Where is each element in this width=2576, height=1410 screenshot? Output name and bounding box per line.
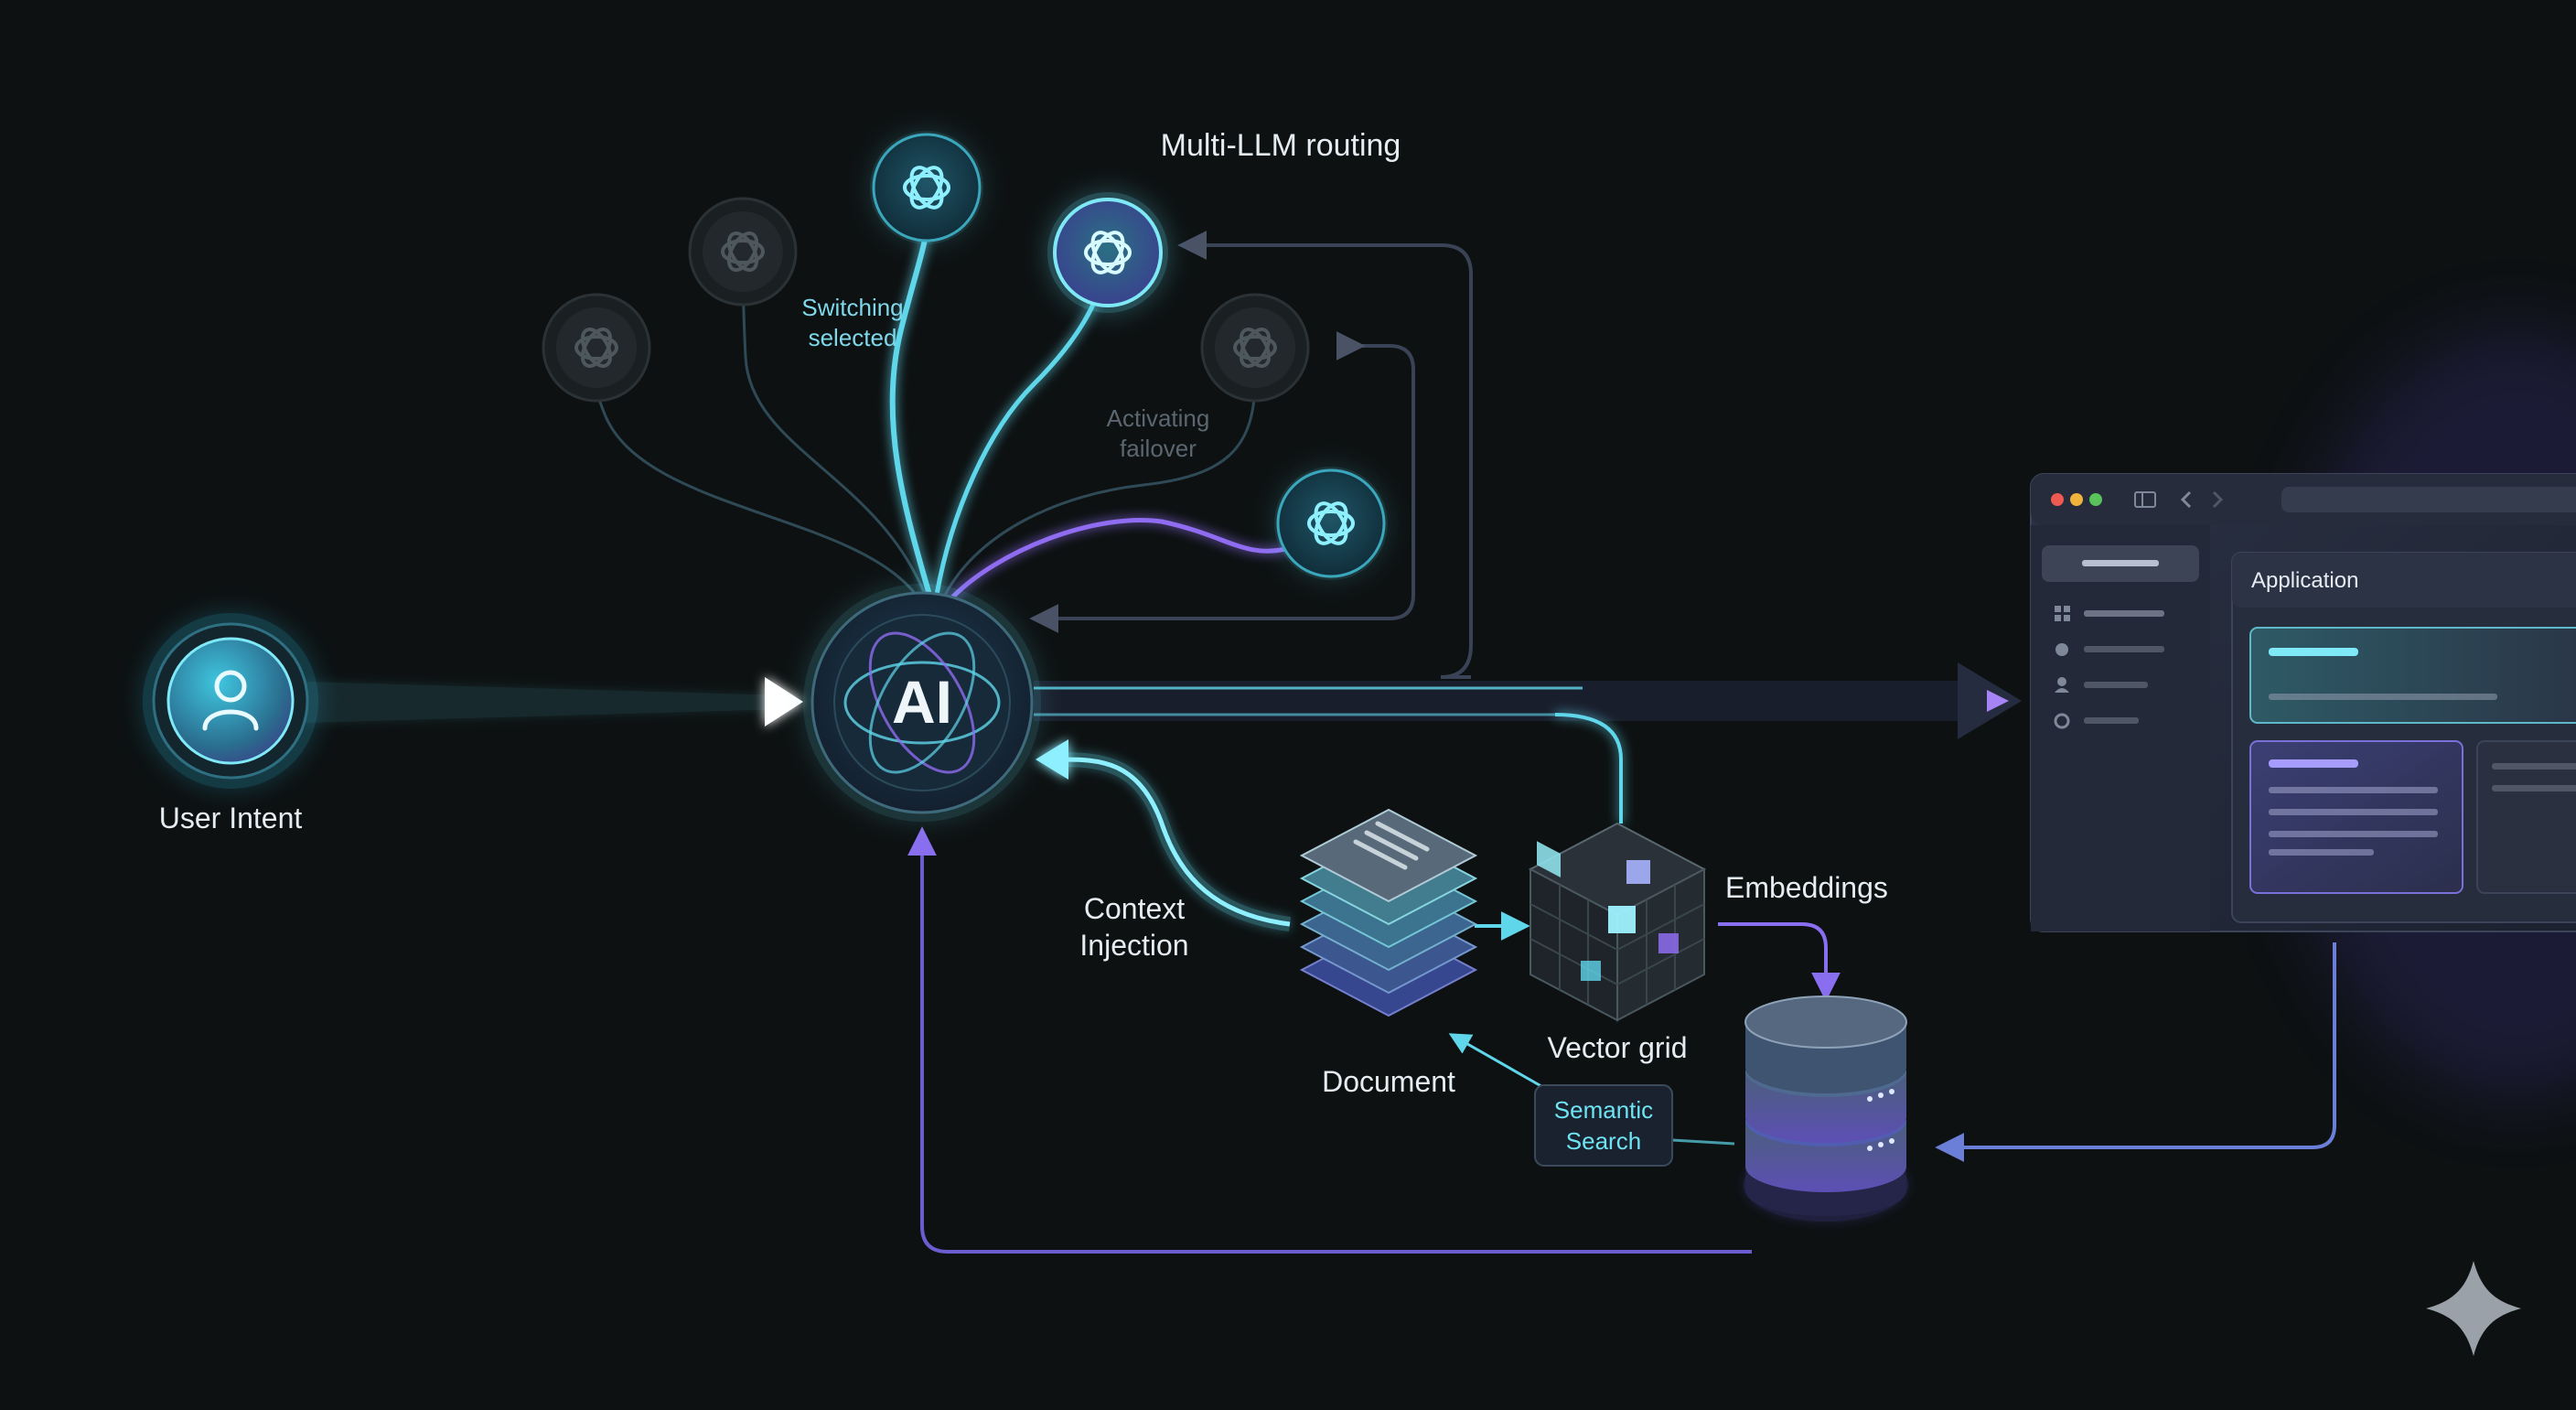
- failover-return-line-1: [1177, 231, 1473, 679]
- context-injection-label-2: Injection: [1079, 929, 1188, 962]
- model-node-3[interactable]: [870, 131, 983, 244]
- openai-knot-icon: [1307, 501, 1355, 545]
- context-injection-label-1: Context: [1084, 892, 1185, 925]
- document-stack-icon[interactable]: [1299, 808, 1478, 1017]
- semantic-search-box[interactable]: [1534, 1084, 1673, 1167]
- application-title: Application: [2251, 568, 2358, 593]
- model-node-2[interactable]: [688, 197, 798, 307]
- database-to-search-line: [1671, 1138, 1735, 1146]
- failover-label-2: failover: [1120, 435, 1197, 462]
- openai-knot-icon: [574, 328, 618, 368]
- search-to-document-arrow: [1448, 1033, 1547, 1091]
- semantic-search-label-2: Search: [1566, 1127, 1641, 1155]
- application-window[interactable]: [2030, 473, 2576, 932]
- ai-orb-icon: [843, 631, 1001, 774]
- person-icon[interactable]: [2055, 677, 2069, 693]
- openai-knot-icon: [1233, 328, 1277, 368]
- openai-knot-icon: [1084, 231, 1132, 274]
- openai-knot-icon: [721, 231, 765, 272]
- embeddings-arrow: [1718, 922, 1841, 1002]
- database-icon[interactable]: [1744, 996, 1908, 1222]
- vector-grid-label: Vector grid: [1548, 1031, 1688, 1064]
- switching-label-2: selected: [809, 324, 897, 351]
- model-node-5[interactable]: [1200, 293, 1310, 403]
- app-to-database-line: [1935, 942, 2336, 1162]
- sidebar-toggle-icon[interactable]: [2134, 491, 2156, 508]
- semantic-search-label-1: Semantic: [1554, 1096, 1653, 1124]
- ai-label: AI: [892, 668, 952, 736]
- address-bar[interactable]: [2281, 487, 2576, 512]
- document-label: Document: [1322, 1065, 1455, 1098]
- user-intent-label: User Intent: [159, 802, 303, 834]
- ai-node[interactable]: [803, 584, 1041, 822]
- window-maximize-dot[interactable]: [2089, 493, 2102, 506]
- user-icon: [202, 670, 259, 731]
- cube-grid-icon[interactable]: [1528, 822, 1707, 1022]
- sparkle-icon: [2426, 1261, 2521, 1356]
- forward-icon[interactable]: [2212, 490, 2224, 509]
- embeddings-label: Embeddings: [1725, 871, 1888, 904]
- window-close-dot[interactable]: [2051, 493, 2064, 506]
- failover-label-1: Activating: [1107, 404, 1210, 432]
- switching-label-1: Switching: [801, 294, 903, 321]
- back-icon[interactable]: [2180, 490, 2192, 509]
- gear-icon[interactable]: [2054, 713, 2070, 729]
- app-card-1[interactable]: [2249, 627, 2576, 724]
- failover-return-line-3: [1336, 331, 1415, 512]
- openai-knot-icon: [903, 166, 950, 210]
- window-minimize-dot[interactable]: [2070, 493, 2083, 506]
- context-injection-arrow: [1060, 757, 1291, 927]
- model-node-4[interactable]: [1047, 192, 1168, 313]
- feedback-loop-line: [907, 826, 1752, 1254]
- diagram-title: Multi-LLM routing: [1161, 128, 1401, 163]
- sidebar-items: [2054, 606, 2164, 729]
- failover-return-line-2: [1029, 512, 1415, 633]
- context-injection-arrowhead: [1036, 739, 1068, 780]
- app-card-3[interactable]: [2476, 740, 2576, 894]
- model-node-1[interactable]: [542, 293, 651, 403]
- grid-icon[interactable]: [2055, 606, 2070, 621]
- model-node-6[interactable]: [1274, 467, 1388, 580]
- intent-beam: [302, 677, 803, 727]
- clock-icon[interactable]: [2055, 643, 2068, 656]
- output-beam: [1034, 662, 2022, 739]
- vector-branch-line: [1554, 713, 1623, 823]
- user-intent-node[interactable]: [143, 613, 318, 789]
